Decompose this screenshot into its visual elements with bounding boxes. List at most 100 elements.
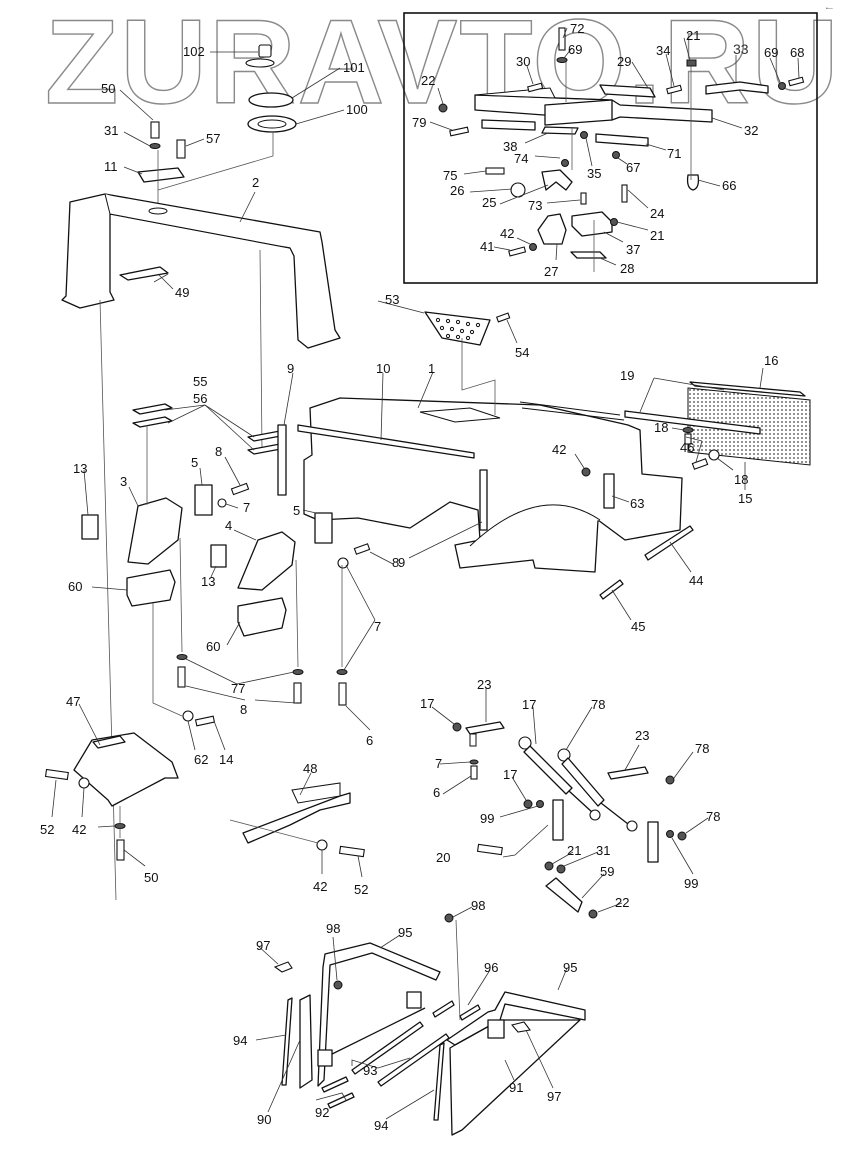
callout-34: 34: [656, 43, 670, 58]
callout-7: 7: [243, 500, 250, 515]
callout-60: 60: [68, 579, 82, 594]
latch-27: [537, 213, 567, 245]
callout-98: 98: [326, 921, 340, 936]
bracket-29: [599, 84, 656, 98]
strut-17-body: [523, 745, 573, 795]
callout-18: 18: [734, 472, 748, 487]
watermark-text: ZURAVTO.RU: [45, 0, 841, 129]
bolt-79: [449, 126, 470, 137]
callout-92: 92: [315, 1105, 329, 1120]
callout-1: 1: [428, 361, 435, 376]
axis: [157, 132, 274, 191]
axis: [229, 819, 319, 844]
bolt-50: [116, 839, 125, 861]
axis: [179, 537, 183, 653]
hook-25: [541, 169, 573, 191]
callout-73: 73: [528, 198, 542, 213]
frame-90: [299, 994, 313, 1089]
nut-78b: [677, 831, 687, 841]
axis: [259, 249, 263, 451]
callout-6: 6: [433, 785, 440, 800]
washer-7c: [336, 669, 348, 675]
strut-78-body: [561, 757, 605, 807]
cap-102: [258, 44, 272, 58]
callout-77: 77: [231, 681, 245, 696]
strip-9-left: [277, 424, 287, 496]
washer-62: [182, 710, 194, 722]
hood-1: [297, 311, 694, 600]
callout-27: 27: [544, 264, 558, 279]
washer-31: [149, 143, 161, 149]
handle-97b: [511, 1021, 531, 1033]
bolt-52: [44, 768, 69, 781]
frame-90-tab: [406, 991, 422, 1009]
callout-21: 21: [567, 843, 581, 858]
strip-94b: [433, 1042, 445, 1121]
strip-96b: [459, 1004, 481, 1021]
bolt-73: [580, 192, 587, 205]
hinge-brackets: [81, 403, 371, 727]
callout-94: 94: [233, 1033, 247, 1048]
handle-97: [273, 961, 293, 973]
nut-74: [561, 159, 569, 167]
door-frames: [273, 913, 586, 1136]
bracket-4: [237, 531, 296, 591]
nut-21: [686, 59, 697, 67]
strip-9: [479, 469, 488, 531]
callout-19: 19: [620, 368, 634, 383]
knob-66: [686, 174, 700, 191]
callout-38: 38: [503, 139, 517, 154]
hinge-5b: [314, 512, 333, 544]
callout-52: 52: [354, 882, 368, 897]
callout-93: 93: [363, 1063, 377, 1078]
bolt-68: [788, 76, 805, 87]
callout-102: 102: [183, 44, 205, 59]
callout-2: 2: [252, 175, 259, 190]
clip-102: [245, 58, 275, 68]
bracket-23: [465, 721, 505, 735]
callout-98: 98: [471, 898, 485, 913]
washer-7b: [337, 557, 349, 569]
callout-101: 101: [343, 60, 365, 75]
callout-16: 16: [764, 353, 778, 368]
callout-41: 41: [480, 239, 494, 254]
strut-78-end2: [626, 820, 638, 832]
callout-6: 6: [366, 733, 373, 748]
bolt-46b: [691, 458, 709, 470]
callout-78: 78: [591, 697, 605, 712]
callout-75: 75: [443, 168, 457, 183]
callout-97: 97: [547, 1089, 561, 1104]
strip-92: [321, 1076, 349, 1093]
callout-5: 5: [293, 503, 300, 518]
washer-18: [682, 427, 694, 433]
callout-13: 13: [73, 461, 87, 476]
nut-98: [333, 980, 343, 990]
mount-100-inner: [257, 119, 287, 129]
callout-32: 32: [744, 123, 758, 138]
bolt-72: [558, 27, 566, 51]
rail-mid-block: [544, 99, 613, 126]
nut-31: [556, 864, 566, 874]
callout-35: 35: [587, 166, 601, 181]
bracket-23b: [607, 766, 649, 780]
plate-38: [541, 126, 579, 135]
callout-72: 72: [570, 21, 584, 36]
hood-panel: [419, 407, 501, 423]
corner-mark: •—: [826, 6, 833, 12]
bar-19: [624, 410, 761, 435]
callout-68: 68: [790, 45, 804, 60]
callout-99: 99: [480, 811, 494, 826]
washer-77b: [292, 669, 304, 675]
frame-95-left: [317, 942, 441, 1087]
callout-42: 42: [500, 226, 514, 241]
mount-101: [248, 92, 294, 108]
frame-2: [61, 193, 341, 349]
bridge-frame-2: [61, 193, 341, 901]
frame-95-right: [446, 991, 586, 1046]
panel-91: [449, 1019, 581, 1136]
gas-strut-assembly: [452, 721, 687, 919]
callout-96: 96: [484, 960, 498, 975]
